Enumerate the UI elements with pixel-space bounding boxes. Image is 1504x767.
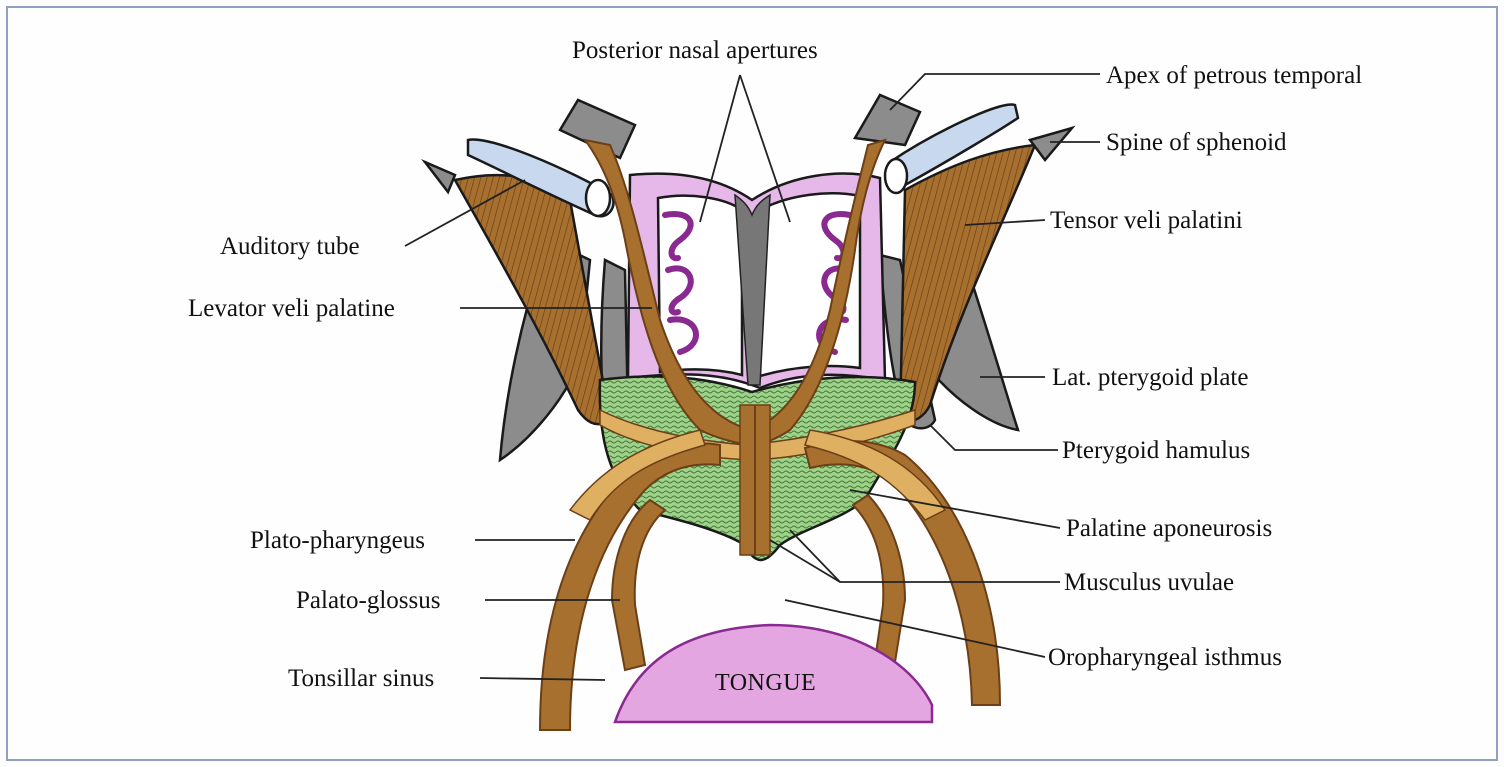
label-plato-pharyngeus: Plato-pharyngeus (250, 527, 425, 554)
label-posterior-nasal-apertures: Posterior nasal apertures (572, 37, 818, 64)
auditory-tube-right-opening (885, 159, 907, 193)
label-levator-veli-palatine: Levator veli palatine (188, 295, 395, 322)
label-apex-of-petrous-temporal: Apex of petrous temporal (1106, 62, 1362, 89)
spine-sphenoid-right (1030, 128, 1072, 160)
tongue-label: TONGUE (715, 670, 816, 696)
label-pterygoid-hamulus: Pterygoid hamulus (1062, 437, 1250, 464)
apex-petrous-right (855, 95, 920, 145)
label-tensor-veli-palatini: Tensor veli palatini (1050, 207, 1243, 234)
auditory-tube-left-opening (586, 180, 610, 216)
label-palato-glossus: Palato-glossus (296, 587, 440, 614)
palato-glossus-left (612, 500, 665, 670)
spine-sphenoid-left (425, 162, 455, 192)
label-lat-pterygoid-plate: Lat. pterygoid plate (1052, 364, 1248, 391)
label-spine-of-sphenoid: Spine of sphenoid (1106, 129, 1287, 156)
label-auditory-tube: Auditory tube (220, 233, 360, 260)
palato-glossus-right (853, 495, 905, 662)
label-palatine-aponeurosis: Palatine aponeurosis (1066, 515, 1272, 542)
label-musculus-uvulae: Musculus uvulae (1064, 569, 1234, 596)
label-tonsillar-sinus: Tonsillar sinus (288, 665, 434, 692)
label-oropharyngeal-isthmus: Oropharyngeal isthmus (1048, 644, 1282, 671)
